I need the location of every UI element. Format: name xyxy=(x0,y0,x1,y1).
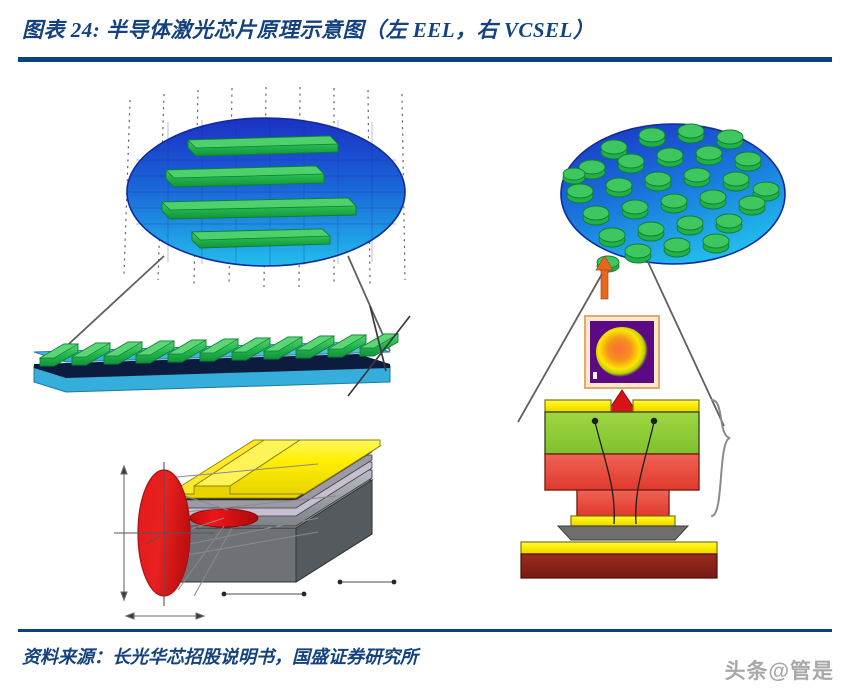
schematic-svg xyxy=(33,86,786,620)
page-title: 图表 24: 半导体激光芯片原理示意图（左 EEL，右 VCSEL） xyxy=(22,18,595,42)
vcsel-panel xyxy=(517,123,786,579)
eel-wafer-bars xyxy=(161,135,357,249)
vcsel-wafer-arrow xyxy=(595,255,614,300)
figure-canvas xyxy=(18,66,832,624)
vcsel-near-field xyxy=(584,315,660,389)
eel-laser-bar xyxy=(33,305,411,397)
vcsel-leader-lines xyxy=(517,261,725,427)
eel-beam-profile xyxy=(114,462,214,620)
eel-wafer xyxy=(126,117,406,267)
vcsel-stack-brace xyxy=(711,399,731,517)
watermark: 头条@管是 xyxy=(724,660,834,683)
eel-single-chip xyxy=(176,439,382,583)
header-rule xyxy=(18,57,832,62)
footer-rule xyxy=(18,629,832,632)
eel-panel xyxy=(33,86,411,620)
vcsel-cross-section xyxy=(520,399,718,579)
eel-chip-dimension-ticks xyxy=(221,579,397,597)
vcsel-wafer-emitters xyxy=(562,123,780,273)
vcsel-wafer xyxy=(560,123,786,300)
source-note: 资料来源：长光华芯招股说明书，国盛证券研究所 xyxy=(22,647,418,667)
